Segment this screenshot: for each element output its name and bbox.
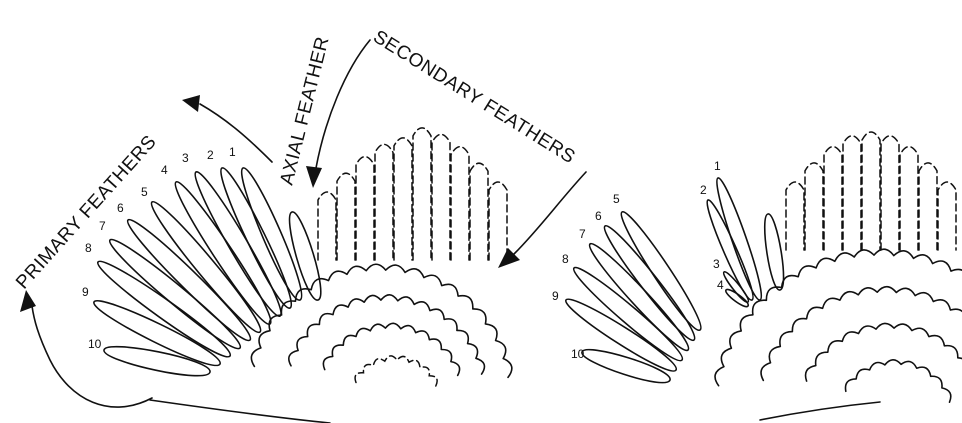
left-secondary-feather xyxy=(394,138,412,260)
right-secondary-feather xyxy=(843,136,861,250)
left-num-4: 4 xyxy=(161,163,168,177)
left-num-3: 3 xyxy=(182,151,189,165)
right-num-10: 10 xyxy=(571,347,585,361)
left-wing-base xyxy=(150,400,330,423)
primary-feathers-label: PRIMARY FEATHERS xyxy=(12,131,161,293)
left-secondary-feather xyxy=(337,173,355,260)
left-secondary-feather xyxy=(470,163,488,260)
left-covert-feathers xyxy=(251,264,511,386)
left-secondary-feather xyxy=(375,144,393,260)
primary-arrowhead-lower xyxy=(20,290,36,312)
left-secondary-feather xyxy=(318,192,336,260)
left-num-10: 10 xyxy=(88,337,102,351)
right-num-2: 2 xyxy=(700,183,707,197)
right-covert-row xyxy=(761,287,962,381)
left-num-2: 2 xyxy=(207,148,214,162)
left-secondary-feather xyxy=(356,157,374,260)
left-primary-feather-5 xyxy=(151,202,260,333)
left-covert-row xyxy=(355,356,437,386)
left-num-9: 9 xyxy=(82,285,89,299)
label-axial-feather: AXIAL FEATHER xyxy=(276,34,333,187)
right-secondary-feather xyxy=(919,163,937,250)
right-num-7: 7 xyxy=(579,227,586,241)
right-num-5: 5 xyxy=(613,192,620,206)
right-secondary-feather xyxy=(805,163,823,250)
axial-feather-label: AXIAL FEATHER xyxy=(276,34,333,187)
left-axial-feather xyxy=(290,212,321,300)
label-primary-feathers: PRIMARY FEATHERS xyxy=(12,131,161,293)
left-secondary-feather xyxy=(432,134,450,260)
secondary-feathers-label: SECONDARY FEATHERS xyxy=(369,26,578,168)
right-secondary-feather xyxy=(900,147,918,250)
left-covert-row xyxy=(323,323,459,375)
right-wing-base xyxy=(760,402,880,420)
left-secondary-feather xyxy=(413,128,431,260)
right-num-4: 4 xyxy=(717,278,724,292)
left-primary-feather-3 xyxy=(195,172,281,316)
right-covert-feathers xyxy=(715,249,962,402)
right-primary-feather-5 xyxy=(621,212,701,330)
right-num-6: 6 xyxy=(595,209,602,223)
right-wing: 1 2 3 4 5 6 7 8 9 10 xyxy=(552,132,962,420)
left-secondary-feathers xyxy=(318,128,507,260)
primary-arrowhead-upper xyxy=(182,95,200,112)
primary-arrow-lower xyxy=(32,306,152,407)
left-num-1: 1 xyxy=(229,145,236,159)
right-covert-row xyxy=(845,360,950,402)
left-num-6: 6 xyxy=(117,201,124,215)
right-covert-row xyxy=(715,249,962,386)
right-secondary-feather xyxy=(881,136,899,250)
right-axial-feather xyxy=(765,214,784,290)
right-num-9: 9 xyxy=(552,289,559,303)
right-num-8: 8 xyxy=(562,252,569,266)
left-num-8: 8 xyxy=(85,241,92,255)
left-secondary-feather xyxy=(451,147,469,260)
left-primary-feathers xyxy=(94,168,321,376)
left-primary-feather-6 xyxy=(128,220,251,341)
right-num-3: 3 xyxy=(713,257,720,271)
secondary-arrow xyxy=(514,172,586,254)
left-primary-feather-9 xyxy=(94,301,220,366)
axial-arrowhead xyxy=(306,166,322,188)
left-primary-feather-10 xyxy=(104,347,210,376)
right-secondary-feather xyxy=(938,182,956,250)
right-secondary-feather xyxy=(824,147,842,250)
left-covert-row xyxy=(251,264,511,377)
left-num-7: 7 xyxy=(99,219,106,233)
left-num-5: 5 xyxy=(141,185,148,199)
right-secondary-feather xyxy=(862,132,880,250)
right-num-1: 1 xyxy=(714,159,721,173)
right-secondary-feathers xyxy=(786,132,956,250)
left-secondary-feather xyxy=(489,182,507,260)
right-secondary-feather xyxy=(786,182,804,250)
left-primary-feather-8 xyxy=(98,261,231,357)
label-secondary-feathers: SECONDARY FEATHERS xyxy=(369,26,578,168)
